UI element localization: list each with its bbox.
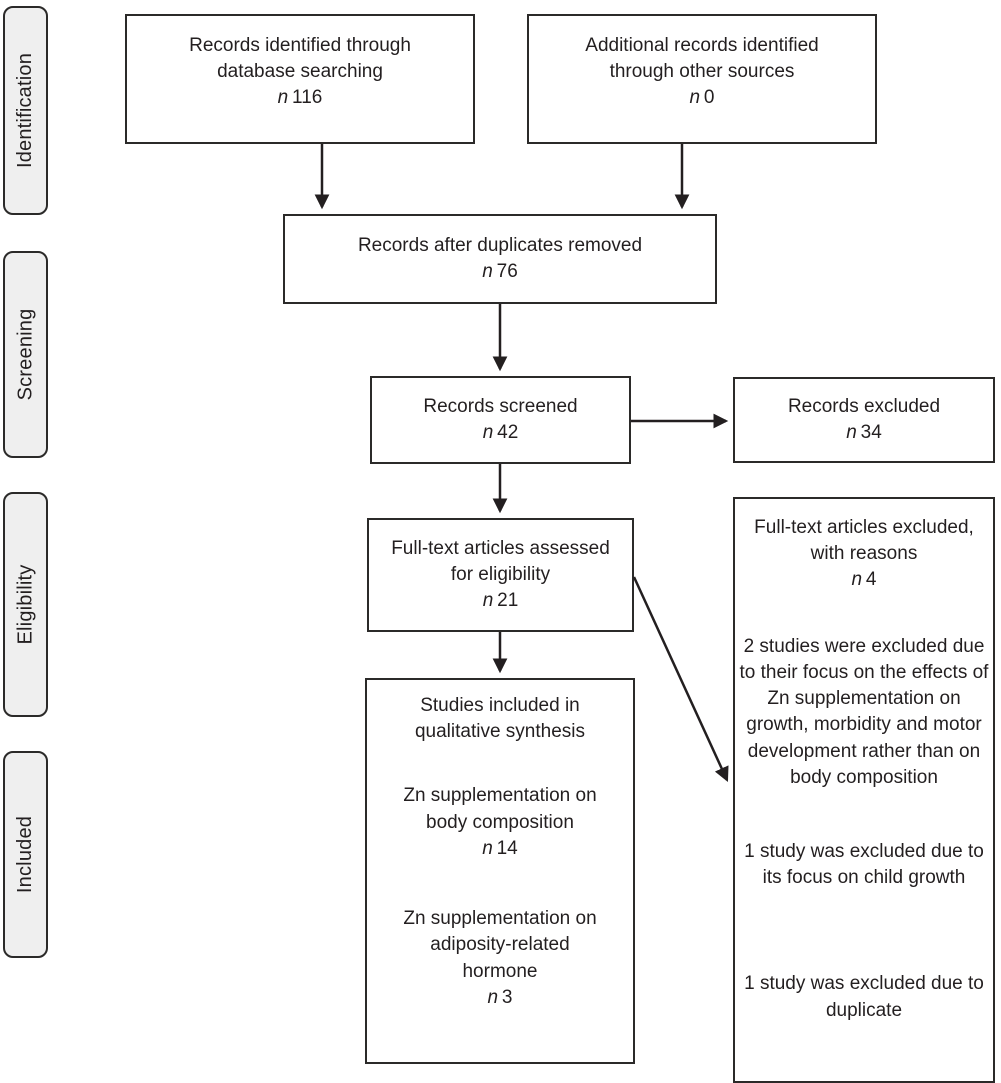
stage-label-text: Identification: [14, 52, 37, 169]
box-title: Studies included in qualitative synthesi…: [414, 695, 586, 743]
count-line: n 3: [487, 986, 513, 1008]
stage-label-eligibility: Eligibility: [3, 492, 48, 717]
box-text: Additional records identified through ot…: [585, 34, 819, 82]
included-section-body-composition: Zn supplementation on body composition n…: [403, 783, 596, 862]
count-value: 34: [860, 422, 882, 443]
box-text: Records identified through database sear…: [189, 34, 411, 82]
box-fulltext-articles-excluded-reasons: Full-text articles excluded, with reason…: [733, 497, 995, 1083]
exclusion-reason: 2 studies were excluded due to their foc…: [739, 635, 989, 788]
count-value: 14: [496, 837, 518, 859]
count-value: 3: [501, 986, 513, 1008]
count-value: 116: [292, 87, 323, 109]
box-additional-records-other-sources: Additional records identified through ot…: [527, 14, 877, 144]
count-line: n 4: [851, 569, 877, 591]
box-text: Full-text articles assessed for eligibil…: [391, 537, 610, 585]
box-title: Full-text articles excluded, with reason…: [754, 517, 974, 565]
count-value: 76: [496, 261, 518, 282]
stage-label-included: Included: [3, 751, 48, 958]
count-line: n 34: [846, 422, 882, 443]
stage-label-screening: Screening: [3, 251, 48, 458]
count-line: n 42: [482, 422, 519, 443]
box-records-after-duplicates-removed: Records after duplicates removed n 76: [283, 214, 717, 304]
stage-label-text: Included: [14, 815, 36, 894]
included-section-adiposity-hormone: Zn supplementation on adiposity-related …: [403, 906, 596, 1011]
section-text: Zn supplementation on adiposity-related …: [403, 908, 597, 982]
count-value: 0: [703, 87, 715, 109]
count-value: 4: [865, 569, 877, 591]
box-fulltext-articles-assessed: Full-text articles assessed for eligibil…: [367, 518, 634, 632]
section-text: Zn supplementation on body composition: [403, 785, 597, 833]
count-line: n 0: [689, 87, 715, 109]
box-records-excluded: Records excluded n 34: [733, 377, 995, 463]
exclusion-reason: 1 study was excluded due to duplicate: [744, 973, 984, 1021]
box-text: Records after duplicates removed: [357, 234, 643, 256]
count-value: 42: [497, 422, 519, 443]
exclusion-reason: 1 study was excluded due to its focus on…: [744, 840, 984, 889]
arrow-fulltext-to-excluded-reasons: [632, 576, 729, 783]
box-text: Records screened: [423, 395, 578, 417]
stage-label-text: Screening: [14, 308, 37, 401]
box-records-identified-database: Records identified through database sear…: [125, 14, 475, 144]
box-text: Records excluded: [787, 395, 941, 417]
stage-label-identification: Identification: [3, 6, 48, 215]
count-line: n 116: [277, 87, 323, 109]
count-line: n 21: [482, 590, 519, 612]
count-line: n 14: [482, 837, 518, 859]
box-records-screened: Records screened n 42: [370, 376, 631, 464]
box-studies-included-qualitative-synthesis: Studies included in qualitative synthesi…: [365, 678, 635, 1064]
count-line: n 76: [482, 261, 518, 282]
stage-label-text: Eligibility: [14, 564, 37, 645]
count-value: 21: [497, 590, 519, 612]
